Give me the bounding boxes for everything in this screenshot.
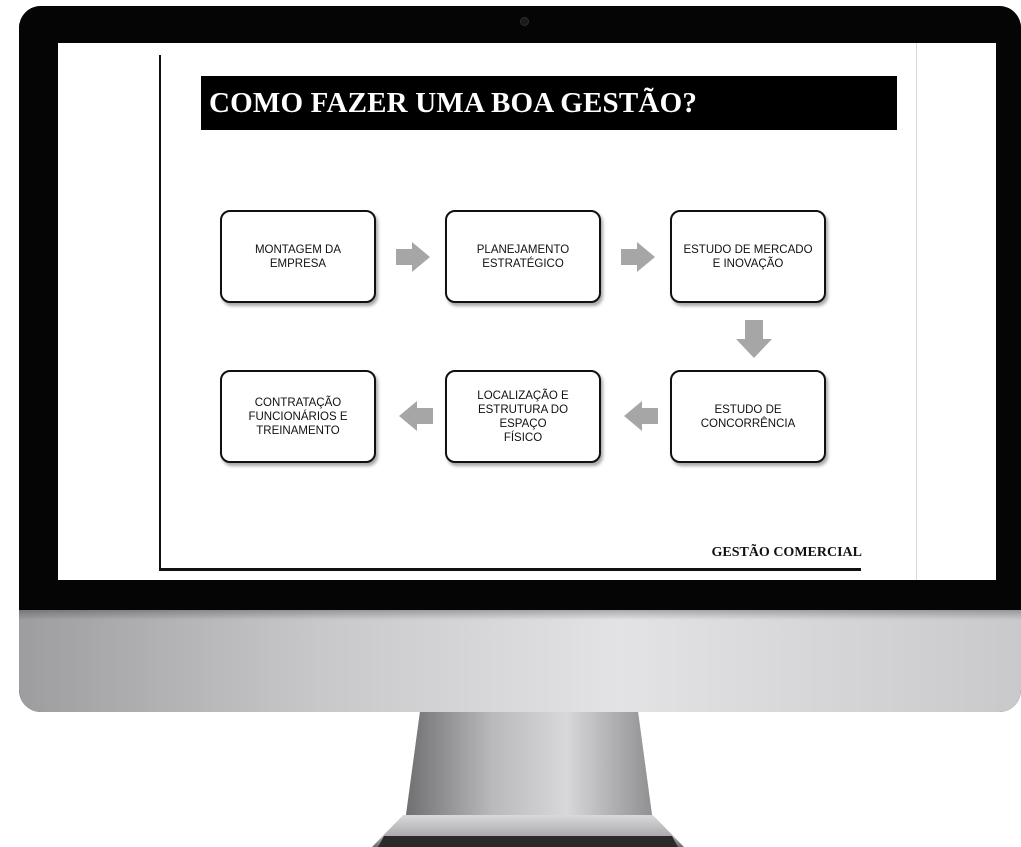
arrow-down-icon <box>736 320 772 358</box>
step-label: CONTRATAÇÃO FUNCIONÁRIOS E TREINAMENTO <box>248 396 348 437</box>
arrow-left-icon <box>399 401 433 431</box>
monitor-chin-shadow <box>19 610 1021 620</box>
step-planejamento-estrategico: PLANEJAMENTO ESTRATÉGICO <box>445 210 601 303</box>
step-montagem-da-empresa: MONTAGEM DA EMPRESA <box>220 210 376 303</box>
arrow-left-icon <box>624 401 658 431</box>
step-label: LOCALIZAÇÃO E ESTRUTURA DO ESPAÇO FÍSICO <box>477 389 569 444</box>
step-estudo-de-mercado: ESTUDO DE MERCADO E INOVAÇÃO <box>670 210 826 303</box>
slide-title-bar: COMO FAZER UMA BOA GESTÃO? <box>201 76 897 130</box>
monitor-stand-base <box>378 836 678 847</box>
arrow-right-icon <box>621 242 655 272</box>
slide-frame-bottom-line <box>159 568 861 571</box>
slide-footer: GESTÃO COMERCIAL <box>711 545 862 560</box>
monitor-chin <box>19 610 1021 712</box>
step-contratacao-funcionarios: CONTRATAÇÃO FUNCIONÁRIOS E TREINAMENTO <box>220 370 376 463</box>
step-label: MONTAGEM DA EMPRESA <box>254 243 342 270</box>
slide-edge-line <box>916 43 917 580</box>
step-label: PLANEJAMENTO ESTRATÉGICO <box>476 243 570 270</box>
step-label: ESTUDO DE MERCADO E INOVAÇÃO <box>683 243 813 270</box>
arrow-right-icon <box>396 242 430 272</box>
step-estudo-de-concorrencia: ESTUDO DE CONCORRÊNCIA <box>670 370 826 463</box>
slide-screen: COMO FAZER UMA BOA GESTÃO? MONTAGEM DA E… <box>58 43 996 580</box>
monitor: COMO FAZER UMA BOA GESTÃO? MONTAGEM DA E… <box>19 6 1021 712</box>
slide-title: COMO FAZER UMA BOA GESTÃO? <box>209 86 698 119</box>
slide-frame-left-line <box>159 55 161 570</box>
step-localizacao-e-estrutura: LOCALIZAÇÃO E ESTRUTURA DO ESPAÇO FÍSICO <box>445 370 601 463</box>
camera-icon <box>520 17 529 26</box>
monitor-stand-neck <box>405 712 653 822</box>
step-label: ESTUDO DE CONCORRÊNCIA <box>700 403 796 430</box>
